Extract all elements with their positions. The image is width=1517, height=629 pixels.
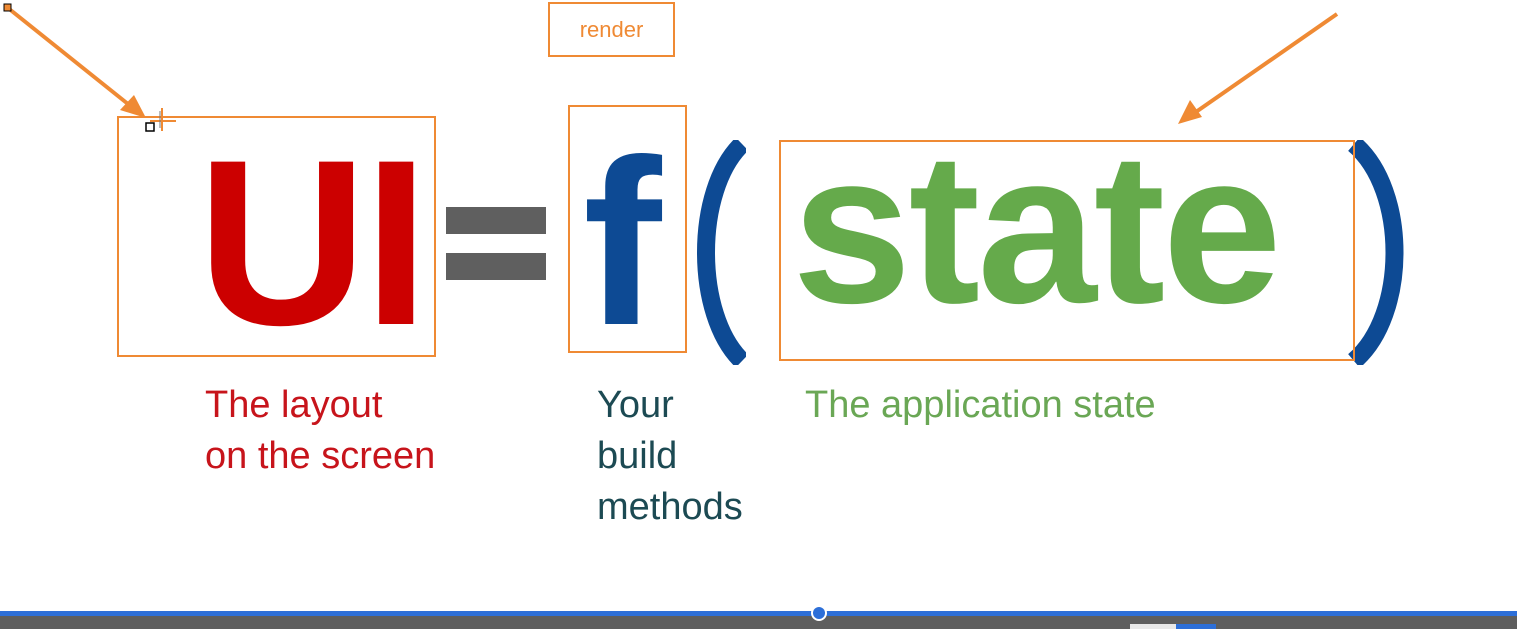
equals-sign-bottom-bar xyxy=(446,253,546,280)
close-paren xyxy=(1347,140,1404,365)
video-scrubber-handle[interactable] xyxy=(813,607,825,619)
render-annotation-label: render xyxy=(579,16,644,42)
ui-caption: The layout on the screen xyxy=(205,384,436,477)
state-highlight-box xyxy=(779,140,1355,361)
crosshair-cursor-icon xyxy=(145,108,176,132)
function-term: f xyxy=(583,111,662,375)
player-control-item[interactable] xyxy=(1130,624,1176,629)
left-arrow-icon xyxy=(6,6,146,118)
function-caption: Your build methods xyxy=(597,384,743,528)
ui-term: UI xyxy=(197,111,429,375)
state-caption: The application state xyxy=(805,384,1156,426)
function-highlight-box xyxy=(568,105,687,353)
right-arrow-icon xyxy=(1178,12,1339,124)
player-control-item-active[interactable] xyxy=(1176,624,1216,629)
video-progress-bar[interactable] xyxy=(0,611,1517,616)
arrow-handle-icon xyxy=(3,3,12,12)
state-term: state xyxy=(792,107,1282,348)
equals-sign-top-bar xyxy=(446,207,546,234)
ui-highlight-box xyxy=(117,116,436,357)
open-paren xyxy=(697,140,746,365)
render-annotation-box: render xyxy=(548,2,675,57)
